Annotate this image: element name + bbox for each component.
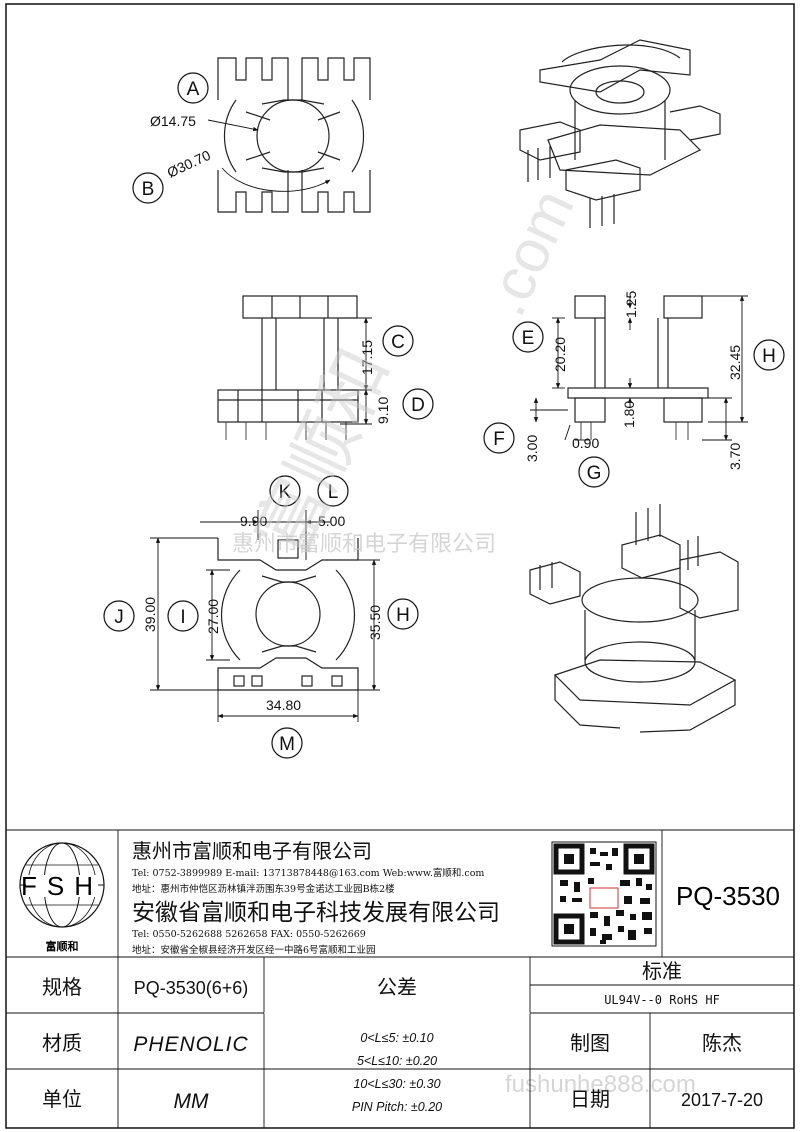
date-label: 日期 [570, 1089, 610, 1111]
side-view-cd: 17.15 9.10 C D [217, 295, 434, 440]
tolerance-line-4: PIN Pitch: ±0.20 [352, 1100, 442, 1114]
tolerance-line-1: 0<L≤5: ±0.10 [360, 1031, 433, 1045]
isometric-view-top [519, 39, 721, 228]
drawn-label: 制图 [570, 1032, 610, 1055]
isometric-view-bottom [529, 504, 739, 733]
company2-contact: Tel: 0550-5262688 5262658 FAX: 0550-5262… [132, 929, 366, 940]
logo: FSH 富顺和 [19, 842, 105, 953]
dim-5-00: 5.00 [318, 513, 345, 529]
svg-text:E: E [522, 328, 535, 349]
logo-name: 富顺和 [46, 939, 79, 953]
svg-text:J: J [114, 607, 124, 628]
svg-text:B: B [142, 179, 155, 200]
qr-code [551, 841, 657, 947]
company1-contact: Tel: 0752-3899989 E-mail: 13713878448@16… [132, 867, 484, 879]
company2-name: 安徽省富顺和电子科技发展有限公司 [132, 900, 500, 926]
tolerance-label: 公差 [377, 976, 417, 999]
dim-3-00: 3.00 [524, 435, 540, 462]
svg-text:L: L [328, 482, 339, 503]
standard-label: 标准 [642, 960, 682, 983]
callout-a: A [177, 72, 209, 104]
dim-27-00: 27.00 [205, 599, 221, 634]
dim-39-00: 39.00 [142, 597, 158, 632]
svg-text:M: M [279, 734, 295, 755]
watermark-diagonal-com: .com [471, 179, 587, 325]
dim-3-70: 3.70 [727, 443, 743, 470]
svg-text:H: H [396, 605, 410, 626]
logo-letters: FSH [21, 871, 103, 901]
spec-value: PQ-3530(6+6) [134, 978, 249, 998]
svg-text:F: F [493, 429, 505, 450]
watermark-company: 惠州市富顺和电子有限公司 [232, 531, 496, 556]
svg-text:K: K [279, 482, 292, 503]
callout-m: M [271, 727, 303, 759]
callout-e: E [512, 321, 544, 353]
standard-value: UL94V--0 RoHS HF [604, 993, 720, 1007]
callout-j: J [103, 600, 135, 632]
watermark-site: fushunhe888.com [505, 1071, 696, 1098]
callout-h-bottom: H [387, 598, 419, 630]
svg-text:D: D [411, 395, 425, 416]
dim-20-20: 20.20 [552, 337, 568, 372]
dim-dia-inner: Ø14.75 [150, 113, 196, 129]
dim-35-50: 35.50 [367, 605, 383, 640]
callout-l: L [317, 475, 349, 507]
callout-g: G [578, 456, 610, 488]
tolerance-line-2: 5<L≤10: ±0.20 [357, 1054, 437, 1068]
dim-0-90: 0.90 [572, 435, 599, 451]
company1-name: 惠州市富顺和电子有限公司 [132, 839, 372, 863]
unit-label: 单位 [42, 1088, 82, 1111]
date-value: 2017-7-20 [681, 1090, 763, 1110]
tolerance-line-3: 10<L≤30: ±0.30 [353, 1077, 440, 1091]
svg-text:H: H [762, 346, 776, 367]
bottom-view: 9.90 5.00 39.00 27.00 35.50 34.80 K L J … [103, 475, 419, 759]
dim-dia-outer: Ø30.70 [165, 147, 214, 181]
dim-17-15: 17.15 [359, 340, 375, 375]
dim-9-90: 9.90 [240, 513, 267, 529]
material-label: 材质 [42, 1032, 82, 1055]
callout-i: I [167, 600, 199, 632]
side-view-efgh: 1.25 20.20 32.45 1.80 3.00 0.90 3.70 E F… [483, 291, 785, 488]
dim-1-25: 1.25 [623, 291, 639, 318]
dim-32-45: 32.45 [727, 345, 743, 380]
company1-address: 地址：惠州市仲恺区沥林镇泮沥围东39号金诺达工业园B栋2楼 [132, 883, 395, 895]
sheet-border [5, 3, 795, 1129]
company2-address: 地址：安徽省全椒县经济开发区经一中路6号富顺和工业园 [132, 944, 376, 956]
callout-h-side: H [753, 339, 785, 371]
callout-k: K [269, 475, 301, 507]
callout-c: C [382, 325, 414, 357]
svg-text:G: G [587, 463, 602, 484]
svg-text:C: C [391, 332, 405, 353]
dim-9-10: 9.10 [375, 397, 391, 424]
dim-1-80: 1.80 [621, 401, 637, 428]
callout-b: B [132, 172, 164, 204]
drawn-value: 陈杰 [702, 1032, 742, 1055]
spec-label: 规格 [42, 976, 82, 999]
part-number: PQ-3530 [676, 881, 780, 911]
top-view: Ø14.75 Ø30.70 A B [132, 57, 371, 213]
svg-text:A: A [187, 79, 200, 100]
material-value: PHENOLIC [133, 1033, 248, 1056]
unit-value: MM [174, 1090, 209, 1113]
callout-f: F [483, 422, 515, 454]
callout-d: D [402, 388, 434, 420]
svg-text:I: I [180, 607, 185, 628]
title-block: FSH 富顺和 惠州市富顺和电子有限公司 Tel: 0752-3899989 E… [6, 829, 794, 1128]
dim-34-80: 34.80 [266, 697, 301, 713]
